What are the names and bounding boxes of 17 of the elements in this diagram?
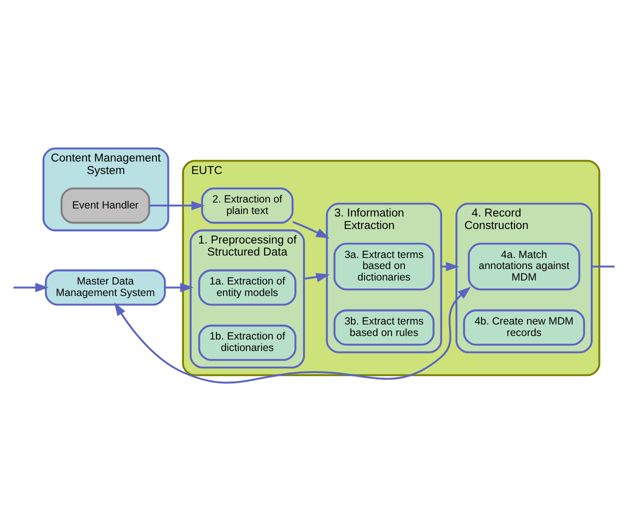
arrow [149, 200, 205, 210]
node-box: 1b. Extraction of dictionaries [198, 324, 296, 360]
arrow [114, 286, 471, 384]
node-box: Event Handler [60, 187, 150, 224]
node-box: 1a. Extraction of entity models [198, 268, 296, 306]
arrow [304, 272, 330, 282]
node-box: Master Data Management System [44, 268, 166, 306]
node-box: 3a. Extract terms based on dictionaries [334, 242, 435, 290]
node-box: 4a. Match annotations against MDM [468, 242, 580, 290]
arrow [292, 220, 330, 238]
node-box: 3b. Extract terms based on rules [334, 308, 435, 346]
node-box: 2. Extraction of plain text [201, 187, 294, 224]
connector [592, 265, 615, 268]
arrow [165, 282, 194, 292]
arrow [441, 261, 460, 271]
arrow [14, 282, 49, 292]
node-box: 4b. Create new MDM records [463, 308, 586, 346]
